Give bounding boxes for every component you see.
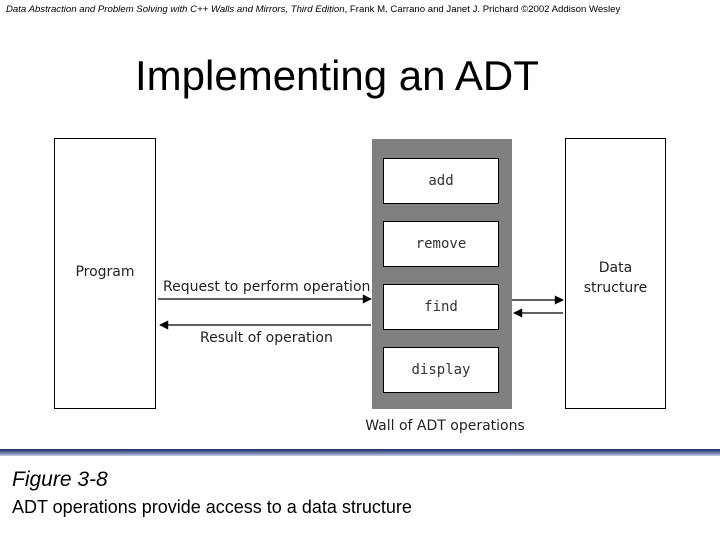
data-structure-label-line1: Data [598,260,633,276]
figure-label: Figure 3-8 [12,468,108,491]
op-add-box: add [383,158,499,204]
slide-header: Data Abstraction and Problem Solving wit… [6,4,716,15]
slide-title: Implementing an ADT [135,52,539,99]
book-title: Data Abstraction and Problem Solving wit… [6,4,345,15]
op-find-box: find [383,284,499,330]
book-authors: , Frank M. Carrano and Janet J. Prichard… [344,4,621,15]
data-structure-label: Data structure [566,258,665,298]
program-label: Program [75,264,135,280]
divider-bar [0,449,720,456]
op-remove-box: remove [383,221,499,267]
data-structure-label-line2: structure [583,280,648,296]
data-structure-box: Data structure [565,138,666,409]
op-display-box: display [383,347,499,393]
figure-caption: ADT operations provide access to a data … [12,497,412,517]
program-box: Program [54,138,156,409]
adt-wall: add remove find display [372,139,512,409]
result-label: Result of operation [200,330,333,346]
wall-caption: Wall of ADT operations [365,418,525,434]
request-label: Request to perform operation [163,279,371,295]
